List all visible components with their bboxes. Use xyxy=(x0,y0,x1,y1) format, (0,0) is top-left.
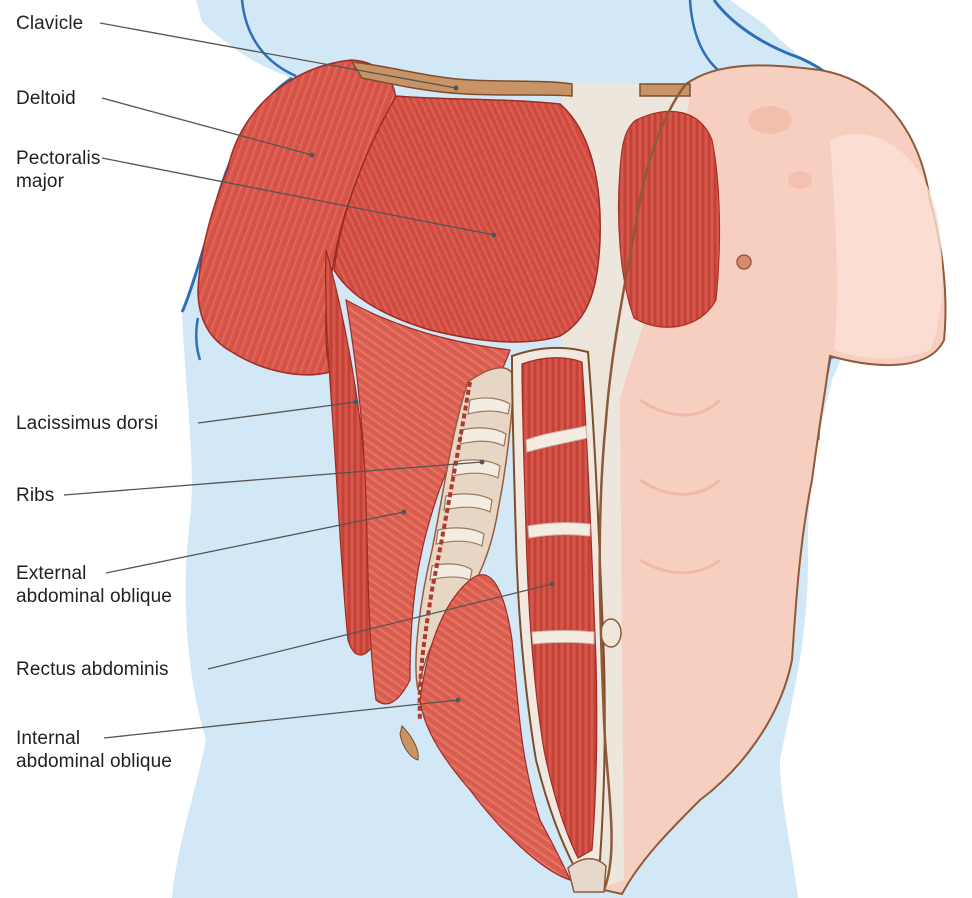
label-external-line1: External xyxy=(16,562,172,585)
label-clavicle: Clavicle xyxy=(16,12,83,35)
label-latissimus-dorsi: Lacissimus dorsi xyxy=(16,412,158,435)
label-clavicle-text: Clavicle xyxy=(16,12,83,35)
label-rectus-abdominis: Rectus abdominis xyxy=(16,658,169,681)
label-deltoid-text: Deltoid xyxy=(16,87,76,110)
label-internal-oblique: Internal abdominal oblique xyxy=(16,727,172,773)
label-ribs: Ribs xyxy=(16,484,54,507)
label-external-oblique: External abdominal oblique xyxy=(16,562,172,608)
label-pectoralis-line2: major xyxy=(16,170,100,193)
label-ribs-text: Ribs xyxy=(16,484,54,507)
label-internal-line2: abdominal oblique xyxy=(16,750,172,773)
pelvic-tendon xyxy=(568,859,606,892)
label-rectus-text: Rectus abdominis xyxy=(16,658,169,681)
label-internal-line1: Internal xyxy=(16,727,172,750)
skin-blotch xyxy=(788,171,812,189)
label-pectoralis-major: Pectoralis major xyxy=(16,147,100,193)
label-latissimus-text: Lacissimus dorsi xyxy=(16,412,158,435)
label-pectoralis-line1: Pectoralis xyxy=(16,147,100,170)
skin-blotch xyxy=(748,106,792,134)
nipple xyxy=(737,255,751,269)
umbilicus xyxy=(601,619,621,647)
label-external-line2: abdominal oblique xyxy=(16,585,172,608)
skin-arm xyxy=(830,134,942,358)
pectoralis-right xyxy=(619,111,720,327)
label-deltoid: Deltoid xyxy=(16,87,76,110)
